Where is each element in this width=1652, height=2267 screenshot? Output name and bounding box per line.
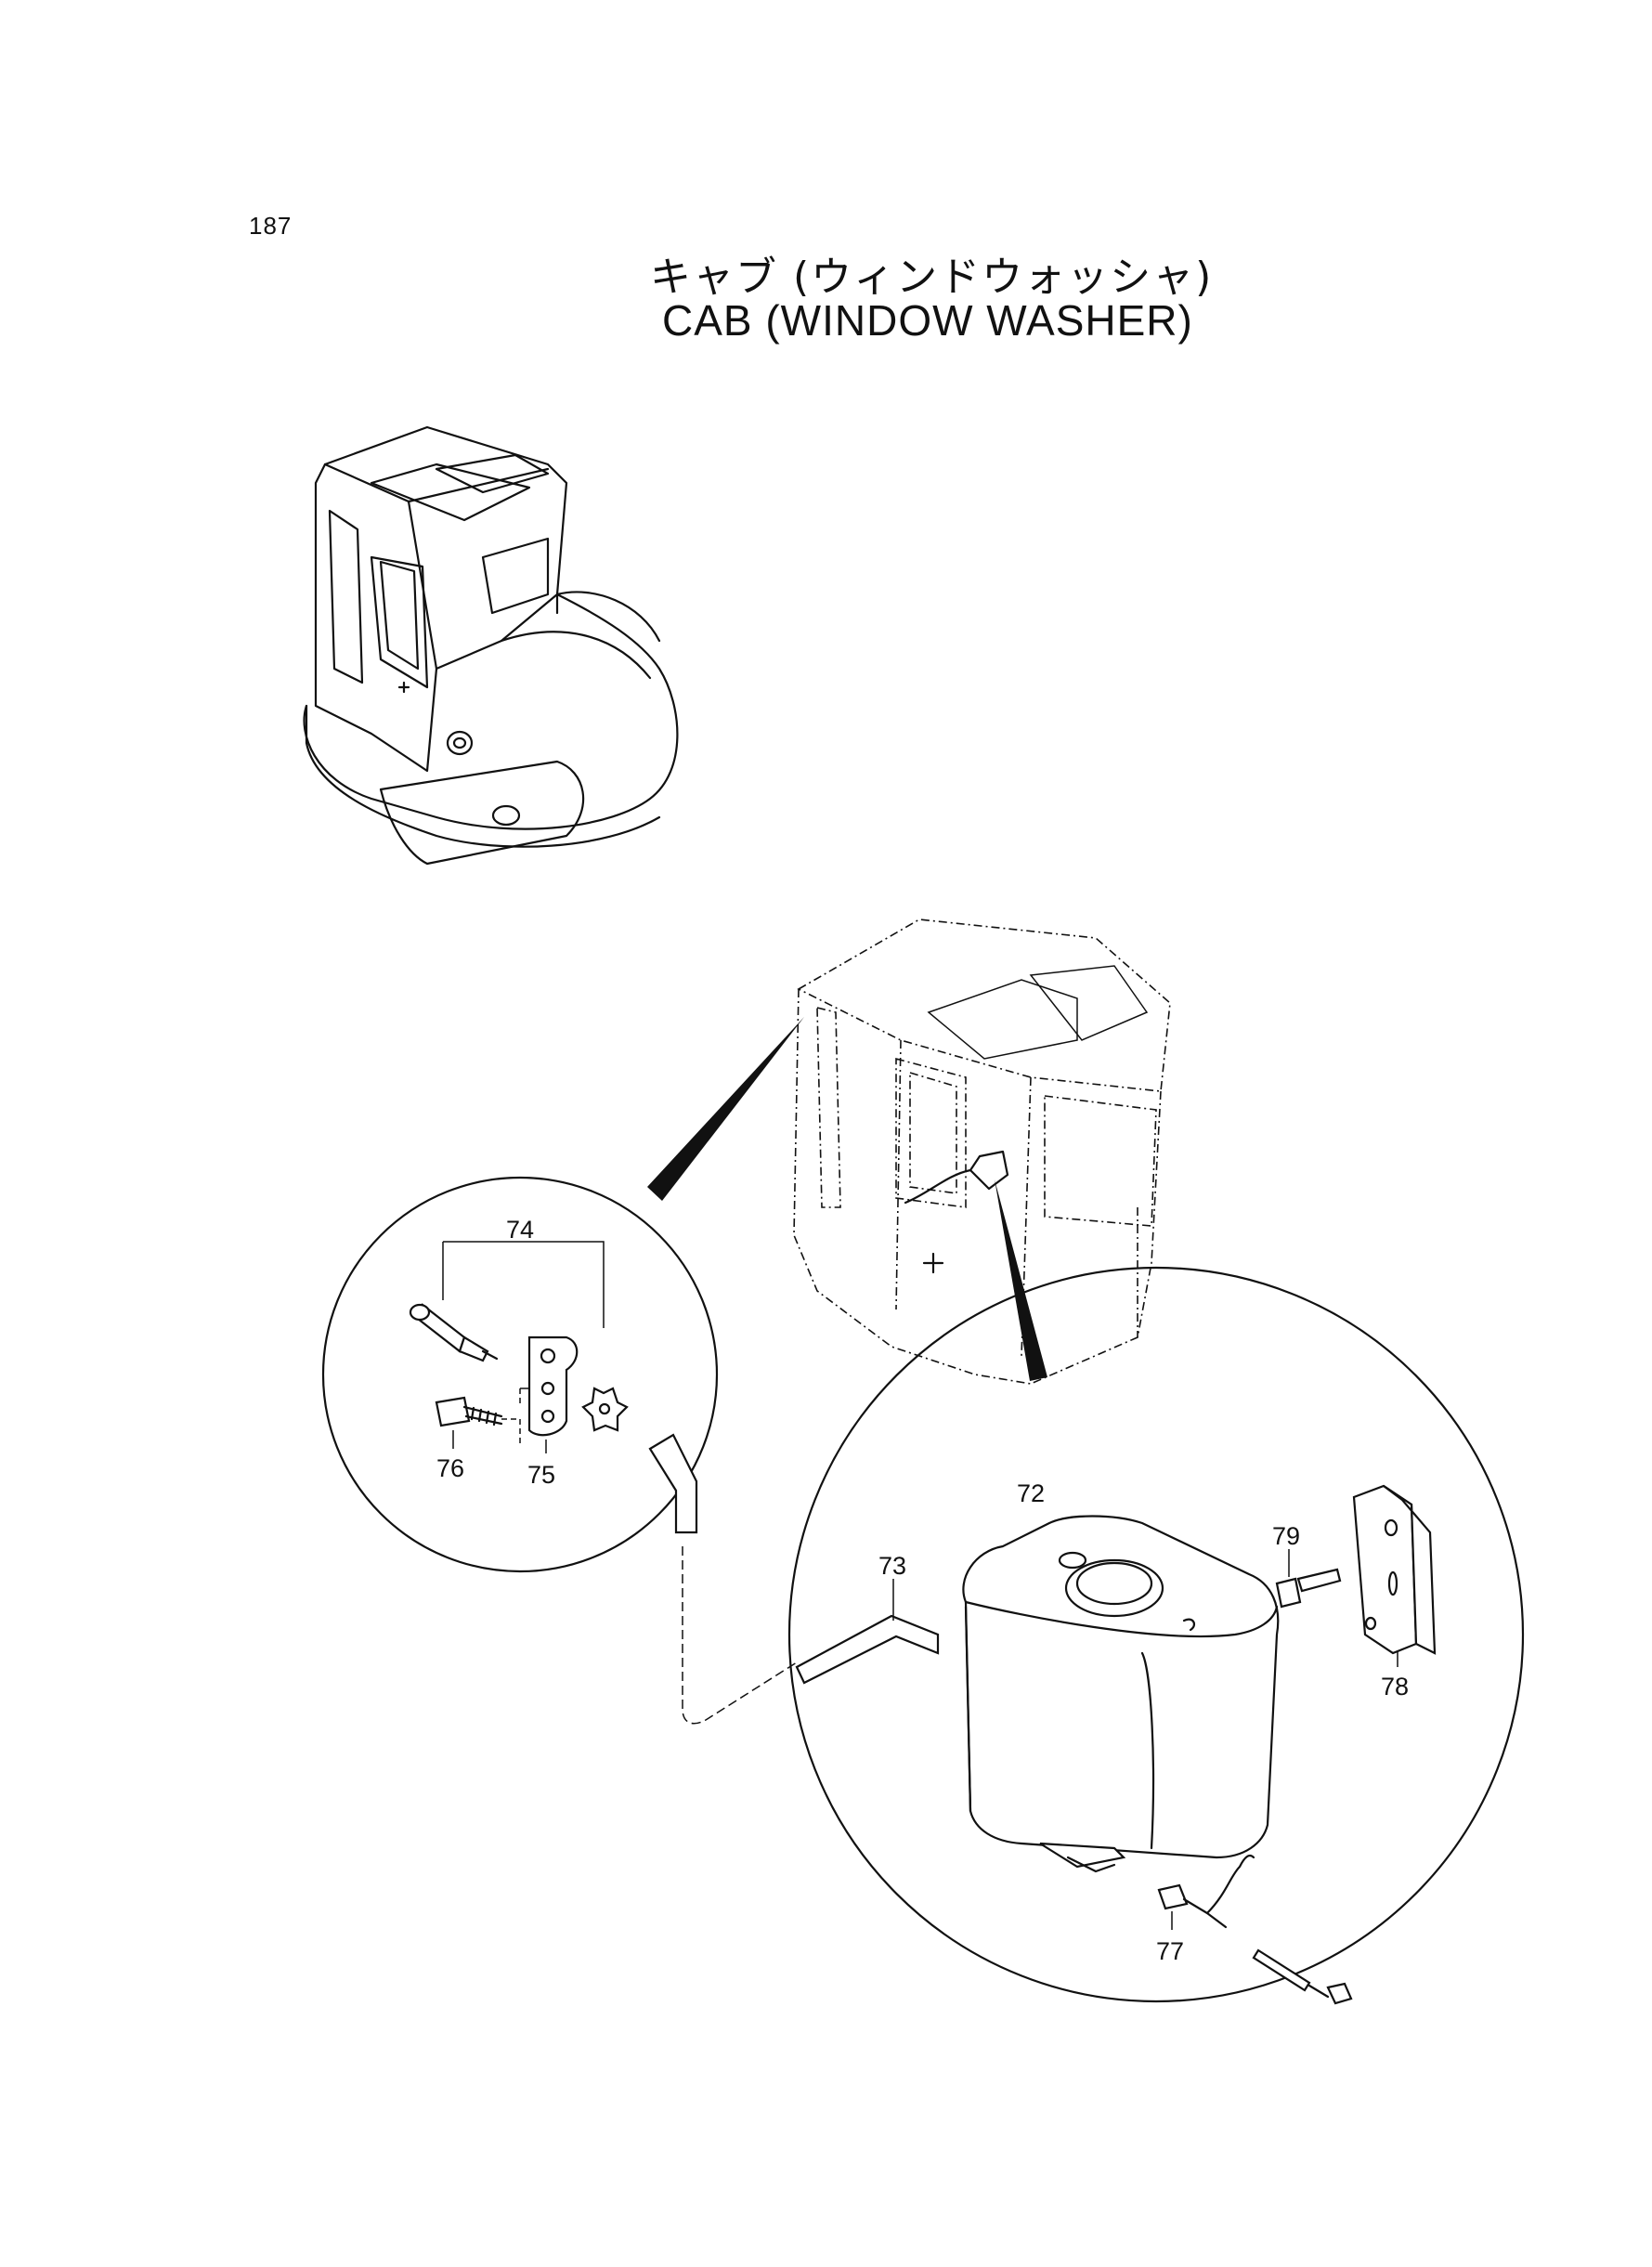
callout-77: 77 [1156,1937,1184,1965]
callout-74: 74 [506,1216,534,1244]
leader-wedge-right [995,1179,1047,1381]
leader-wedge-left [647,1017,804,1201]
title-english: CAB (WINDOW WASHER) [662,296,1193,345]
callout-78: 78 [1381,1673,1409,1700]
callout-73: 73 [878,1552,906,1580]
hose-line [648,1433,798,1725]
overview-machine [303,425,679,866]
callout-79: 79 [1272,1522,1300,1550]
cab-assembly [793,919,1171,1385]
title-japanese: キャブ (ウィンドウォッシャ) [650,254,1214,301]
detail-circle-nozzle [321,1176,719,1573]
callout-72: 72 [1017,1479,1045,1507]
callout-75: 75 [527,1461,555,1489]
callout-76: 76 [436,1454,464,1482]
page-number: 187 [249,212,293,240]
detail-circle-tank [787,1266,1525,2005]
